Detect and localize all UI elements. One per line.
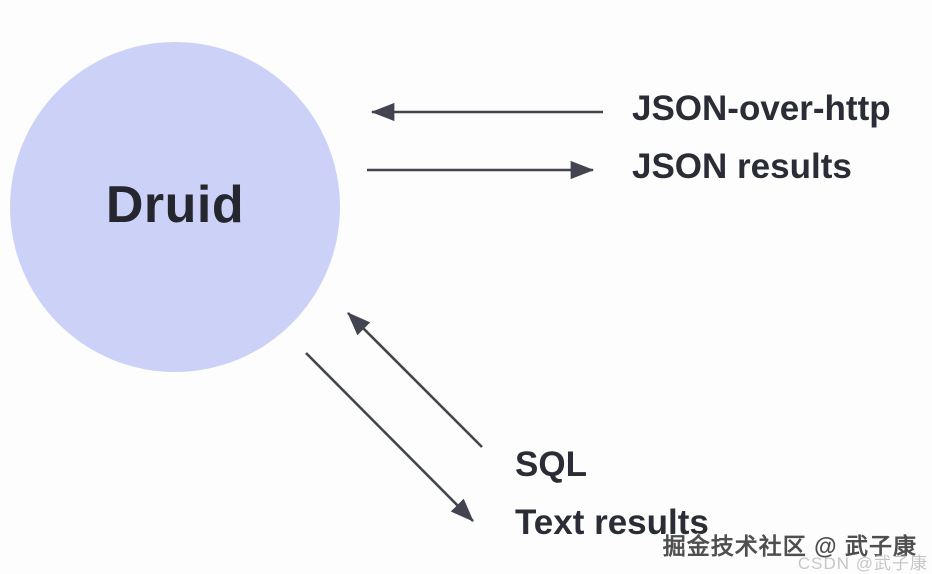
label-text-results: Text results: [515, 503, 709, 542]
druid-node: Druid: [10, 42, 340, 372]
label-json-results: JSON results: [632, 147, 852, 186]
watermark-juejin: 掘金技术社区 @ 武子康: [662, 533, 917, 559]
druid-node-label: Druid: [105, 176, 245, 234]
label-sql: SQL: [515, 445, 587, 484]
watermark-csdn: CSDN @武子康: [797, 554, 928, 573]
arrow-text-results-from-druid: [305, 352, 474, 522]
label-json-over-http: JSON-over-http: [632, 89, 891, 128]
arrow-sql-to-druid: [347, 312, 483, 448]
